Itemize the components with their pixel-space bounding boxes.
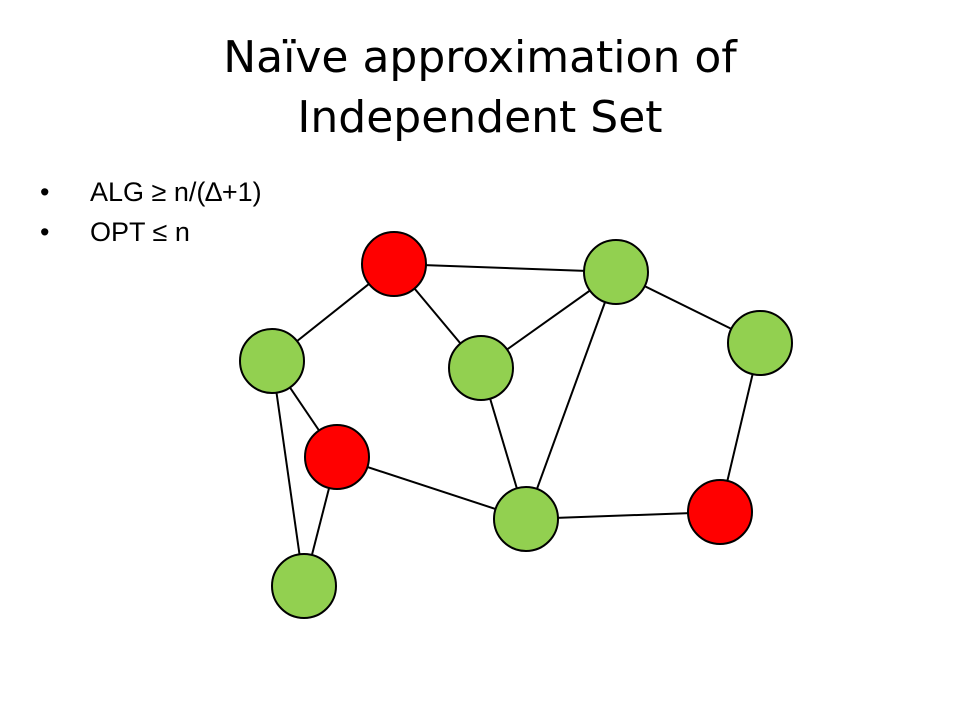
graph-node-n3-unselected [239,328,305,394]
edge-n2-n7 [525,271,617,520]
graph-node-n9-unselected [271,553,337,619]
title-line-2: Independent Set [297,92,663,143]
edge-n1-n2 [393,263,617,273]
graph-node-n5-unselected [727,310,793,376]
graph-nodes [239,231,793,619]
slide-title: Naïve approximation of Independent Set [0,28,960,148]
graph-node-n7-unselected [493,486,559,552]
graph-node-n2-unselected [583,239,649,305]
graph-node-n6-selected [304,424,370,490]
bullet-marker: • [40,177,50,207]
graph-node-n1-selected [361,231,427,297]
graph-node-n8-selected [687,479,753,545]
graph-node-n4-unselected [448,335,514,401]
bullet-marker: • [40,217,50,247]
edge-n3-n9 [271,360,305,587]
bullet-text-alg: ALG ≥ n/(∆+1) [90,177,262,207]
edge-n6-n7 [336,456,527,520]
title-line-1: Naïve approximation of [223,32,737,83]
bullet-text-opt: OPT ≤ n [90,217,190,247]
